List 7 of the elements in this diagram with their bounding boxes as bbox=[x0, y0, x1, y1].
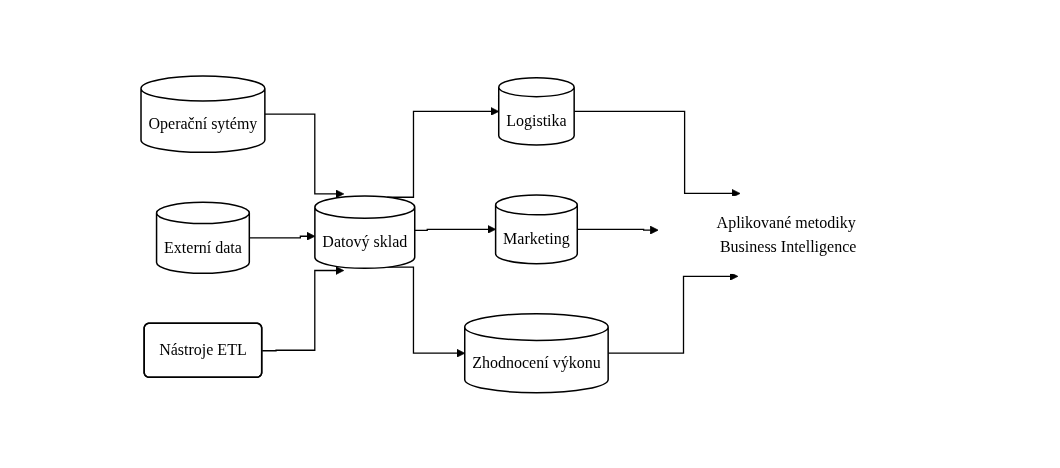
node-text: Aplikované metodiky Business Intelligence bbox=[717, 213, 857, 255]
arrow bbox=[249, 231, 316, 241]
arrow bbox=[264, 113, 345, 198]
arrow bbox=[577, 225, 659, 235]
arrow bbox=[573, 110, 741, 198]
arrow bbox=[414, 224, 497, 234]
arrow bbox=[607, 271, 739, 354]
